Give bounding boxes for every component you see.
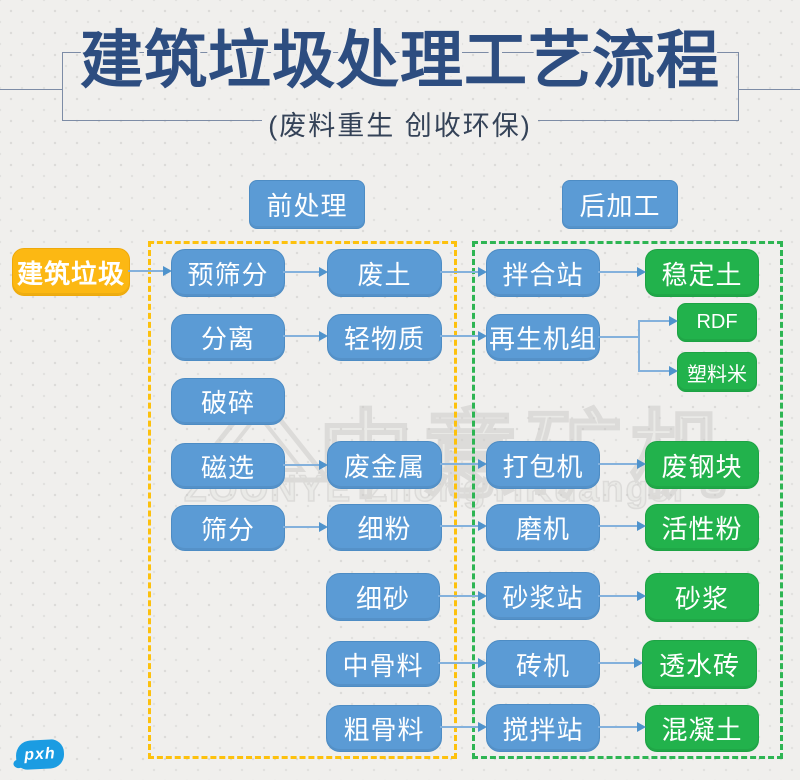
flow-arrow xyxy=(438,591,487,601)
node-magnetic-separation: 磁选 xyxy=(171,443,285,489)
flow-arrow xyxy=(598,459,646,469)
node-medium-aggregate: 中骨料 xyxy=(326,641,440,687)
node-waste-soil: 废土 xyxy=(327,249,442,297)
flow-arrow xyxy=(128,266,172,276)
node-separation: 分离 xyxy=(171,314,285,361)
node-concrete: 混凝土 xyxy=(645,705,759,752)
node-light-material: 轻物质 xyxy=(327,314,442,361)
flow-arrow xyxy=(638,316,678,326)
node-mixing-station: 拌合站 xyxy=(486,249,600,297)
node-mill: 磨机 xyxy=(486,504,600,551)
preprocessing-region-border xyxy=(148,241,457,759)
node-rdf: RDF xyxy=(677,303,757,342)
flow-arrow xyxy=(438,658,487,668)
frame-left-line xyxy=(0,89,62,90)
node-permeable-brick: 透水砖 xyxy=(642,640,757,689)
node-mixing-plant: 搅拌站 xyxy=(486,704,600,752)
node-stabilized-soil: 稳定土 xyxy=(645,249,759,297)
flow-arrow xyxy=(598,521,646,531)
flow-arrow xyxy=(598,722,646,732)
node-baler: 打包机 xyxy=(486,441,600,489)
flow-arrow xyxy=(440,722,487,732)
node-crushing: 破碎 xyxy=(171,378,285,425)
flow-arrow xyxy=(283,331,328,341)
node-coarse-aggregate: 粗骨料 xyxy=(326,705,442,752)
flow-arrow xyxy=(598,658,643,668)
flow-arrow xyxy=(440,459,487,469)
node-mortar: 砂浆 xyxy=(645,573,759,622)
node-construction-waste: 建筑垃圾 xyxy=(12,248,130,296)
flow-arrow xyxy=(440,331,487,341)
node-plastic-pellets: 塑料米 xyxy=(677,352,757,392)
page-subtitle: (废料重生 创收环保) xyxy=(0,104,800,143)
node-active-powder: 活性粉 xyxy=(645,504,759,551)
flow-arrow xyxy=(283,460,328,470)
flow-arrow xyxy=(598,591,646,601)
postprocessing-region-border xyxy=(472,241,783,759)
branch-line xyxy=(638,320,640,372)
flow-arrow xyxy=(440,521,487,531)
pxh-logo: pxh xyxy=(15,738,65,771)
node-mortar-station: 砂浆站 xyxy=(486,572,600,620)
flow-arrow xyxy=(440,267,487,277)
page-subtitle-text: (废料重生 创收环保) xyxy=(262,111,538,141)
node-fine-powder: 细粉 xyxy=(327,504,442,551)
flow-arrow xyxy=(598,267,646,277)
node-fine-sand: 细砂 xyxy=(326,573,440,621)
page-title: 建筑垃圾处理工艺流程 xyxy=(80,26,720,96)
flow-arrow xyxy=(638,366,678,376)
frame-right-line xyxy=(738,89,800,90)
node-screening: 筛分 xyxy=(171,505,285,551)
flow-arrow xyxy=(283,522,328,532)
node-scrap-steel-block: 废钢块 xyxy=(645,441,759,489)
section-header-preprocessing: 前处理 xyxy=(249,180,365,229)
node-pre-screening: 预筛分 xyxy=(171,249,285,297)
node-scrap-metal: 废金属 xyxy=(327,441,442,489)
flow-arrow xyxy=(283,267,328,277)
branch-line xyxy=(598,336,639,338)
node-regeneration-unit: 再生机组 xyxy=(486,314,600,361)
section-header-postprocessing: 后加工 xyxy=(562,180,678,229)
node-brick-machine: 砖机 xyxy=(486,640,600,688)
